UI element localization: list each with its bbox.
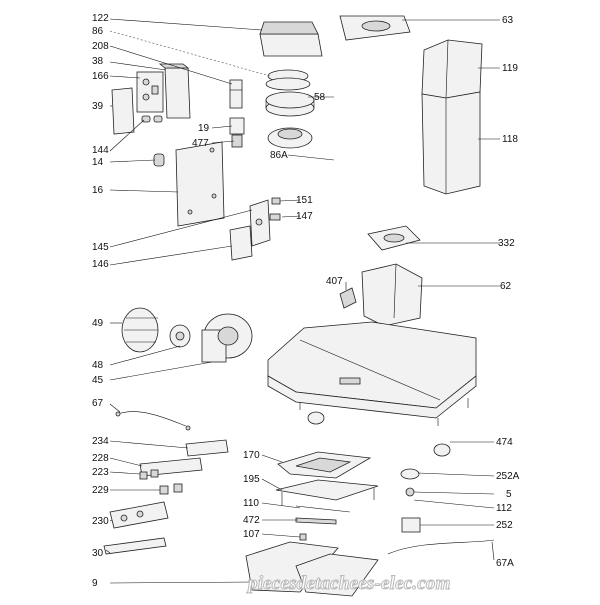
part-234-drawing <box>185 439 229 457</box>
part-label-5: 5 <box>506 489 512 500</box>
part-label-107: 107 <box>243 529 260 540</box>
part-107-drawing <box>299 533 307 541</box>
part-label-477: 477 <box>192 138 209 149</box>
part-label-144: 144 <box>92 145 109 156</box>
part-145-drawing <box>249 199 271 247</box>
site-watermark: piecesdetachees-elec.com <box>248 573 451 595</box>
part-48-drawing <box>169 324 191 348</box>
part-label-86: 86 <box>92 26 104 37</box>
part-62-drawing <box>361 263 423 327</box>
part-407-drawing <box>339 287 357 309</box>
part-label-49: 49 <box>92 318 104 329</box>
part-label-147: 147 <box>296 211 313 222</box>
part-223-drawing <box>139 469 159 480</box>
part-195-drawing <box>275 479 379 506</box>
part-38-drawing <box>158 63 191 119</box>
part-86a-drawing <box>267 127 313 149</box>
leader-lines <box>105 18 500 584</box>
part-14-drawing <box>153 153 165 167</box>
part-208-drawing <box>229 79 243 109</box>
part-144-drawing <box>141 115 163 123</box>
part-label-228: 228 <box>92 453 109 464</box>
part-label-58: 58 <box>314 92 326 103</box>
part-67-drawing <box>115 411 191 431</box>
part-39-drawing <box>111 87 135 135</box>
part-16-drawing <box>175 141 225 227</box>
part-110-drawing <box>295 505 351 513</box>
part-label-230: 230 <box>92 516 109 527</box>
part-label-9: 9 <box>92 578 98 589</box>
part-label-151: 151 <box>296 195 313 206</box>
part-229-drawing <box>159 483 183 495</box>
part-label-223: 223 <box>92 467 109 478</box>
part-label-234: 234 <box>92 436 109 447</box>
part-86-drawing <box>265 69 311 91</box>
part-label-229: 229 <box>92 485 109 496</box>
part-label-67a: 67A <box>496 558 514 569</box>
part-label-62: 62 <box>500 281 512 292</box>
part-label-16: 16 <box>92 185 104 196</box>
hood-canopy-drawing <box>267 321 477 426</box>
part-474-drawing <box>307 411 451 457</box>
part-label-119: 119 <box>502 63 518 74</box>
part-label-45: 45 <box>92 375 104 386</box>
part-label-118: 118 <box>502 134 518 145</box>
part-252a-drawing <box>400 468 420 480</box>
part-label-122: 122 <box>92 13 109 24</box>
part-45-drawing <box>201 313 253 363</box>
part-63-drawing <box>339 15 411 41</box>
part-label-332: 332 <box>498 238 515 249</box>
part-label-86a: 86A <box>270 150 288 161</box>
part-151-147-drawing <box>269 197 281 221</box>
part-label-252a: 252A <box>496 471 520 482</box>
part-label-112: 112 <box>496 503 512 514</box>
part-30-drawing <box>103 537 167 555</box>
part-label-170: 170 <box>243 450 260 461</box>
part-label-252: 252 <box>496 520 513 531</box>
part-146-drawing <box>229 225 253 261</box>
part-label-39: 39 <box>92 101 104 112</box>
part-230-drawing <box>109 501 169 529</box>
part-252-drawing <box>401 517 421 533</box>
part-5-drawing <box>405 487 415 497</box>
part-49-drawing <box>121 307 159 353</box>
part-label-48: 48 <box>92 360 104 371</box>
part-332-drawing <box>367 225 421 251</box>
part-67a-drawing <box>387 539 495 555</box>
part-label-407: 407 <box>326 276 343 287</box>
part-label-67: 67 <box>92 398 104 409</box>
part-label-472: 472 <box>243 515 260 526</box>
part-label-30: 30 <box>92 548 104 559</box>
part-label-19: 19 <box>198 123 210 134</box>
part-label-110: 110 <box>243 498 259 509</box>
part-19-drawing <box>229 117 245 135</box>
part-label-38: 38 <box>92 56 104 67</box>
part-label-14: 14 <box>92 157 104 168</box>
part-58-drawing <box>265 91 315 117</box>
part-228-drawing <box>139 457 203 477</box>
part-119-drawing <box>421 39 483 99</box>
part-label-166: 166 <box>92 71 109 82</box>
part-label-146: 146 <box>92 259 109 270</box>
part-9-drawing <box>245 541 379 597</box>
part-label-208: 208 <box>92 41 109 52</box>
part-label-63: 63 <box>502 15 514 26</box>
part-118-drawing <box>421 91 481 195</box>
part-label-145: 145 <box>92 242 109 253</box>
part-166-drawing <box>136 71 164 113</box>
part-label-195: 195 <box>243 474 260 485</box>
part-label-474: 474 <box>496 437 513 448</box>
part-472-drawing <box>295 517 337 525</box>
part-170-drawing <box>277 451 372 479</box>
part-122-drawing <box>259 21 323 57</box>
